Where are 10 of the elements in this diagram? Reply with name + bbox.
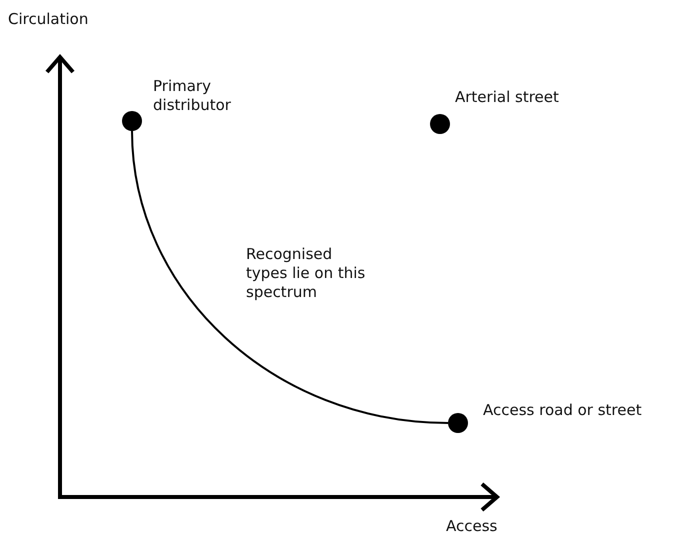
point-marker [448, 413, 468, 433]
point-label: Arterial street [455, 88, 559, 107]
axis-title: Access [446, 517, 498, 536]
point-marker [122, 111, 142, 131]
axis-title: Circulation [8, 10, 88, 29]
point-marker [430, 114, 450, 134]
spectrum-curve [131, 130, 448, 424]
point-label: Access road or street [483, 401, 642, 420]
annotation-text: Recognised types lie on this spectrum [246, 245, 366, 302]
point-label: Primary distributor [153, 77, 232, 115]
